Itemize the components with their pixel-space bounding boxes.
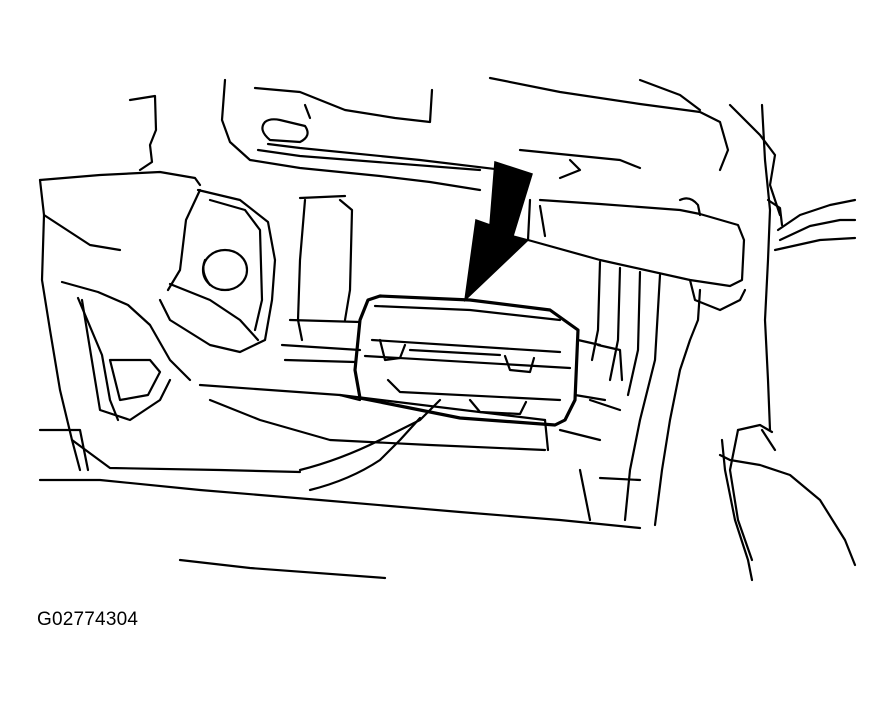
- right-side-trim: [718, 103, 857, 582]
- left-bracket: [158, 188, 277, 354]
- upper-dash-panel: [128, 76, 782, 217]
- connector-location-diagram: [38, 76, 857, 582]
- left-dash-structure: [38, 170, 642, 530]
- figure-code-label: G02774304: [37, 609, 139, 630]
- right-module: [526, 197, 747, 527]
- pointer-arrow: [463, 160, 533, 303]
- lower-trim: [178, 393, 550, 580]
- data-link-connector: [353, 294, 607, 427]
- upper-slot: [256, 118, 522, 174]
- middle-bracket: [198, 194, 362, 402]
